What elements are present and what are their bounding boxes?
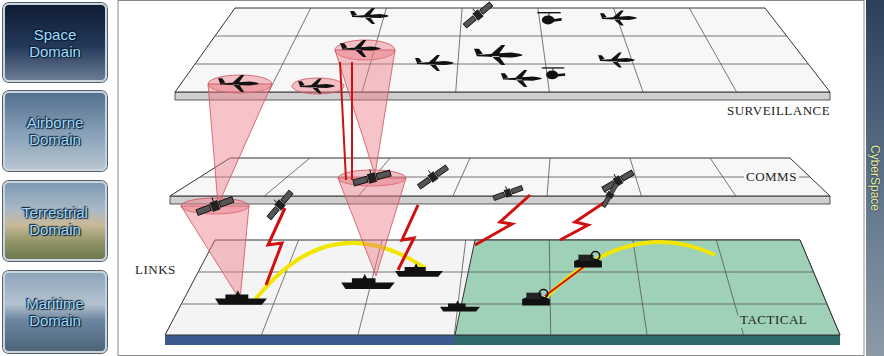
- domain-label: Airborne Domain: [13, 114, 97, 148]
- domain-label: Space Domain: [13, 26, 97, 60]
- domain-label: Maritime Domain: [13, 295, 97, 329]
- vertical-label: CyberSpace: [868, 145, 882, 211]
- layer-label: SURVEILLANCE: [725, 103, 832, 119]
- maritime-domain-box: Maritime Domain: [3, 271, 107, 353]
- domain-label: Terrestrial Domain: [13, 204, 97, 238]
- terrestrial-domain-box: Terrestrial Domain: [3, 181, 107, 261]
- space-domain-box: Space Domain: [3, 3, 107, 82]
- airborne-domain-box: Airborne Domain: [3, 91, 107, 171]
- links-label: LINKS: [133, 262, 178, 278]
- layer-label: TACTICAL: [738, 312, 809, 328]
- layer-label: COMMS: [744, 169, 799, 185]
- cyberspace-strip: CyberSpace: [866, 0, 884, 356]
